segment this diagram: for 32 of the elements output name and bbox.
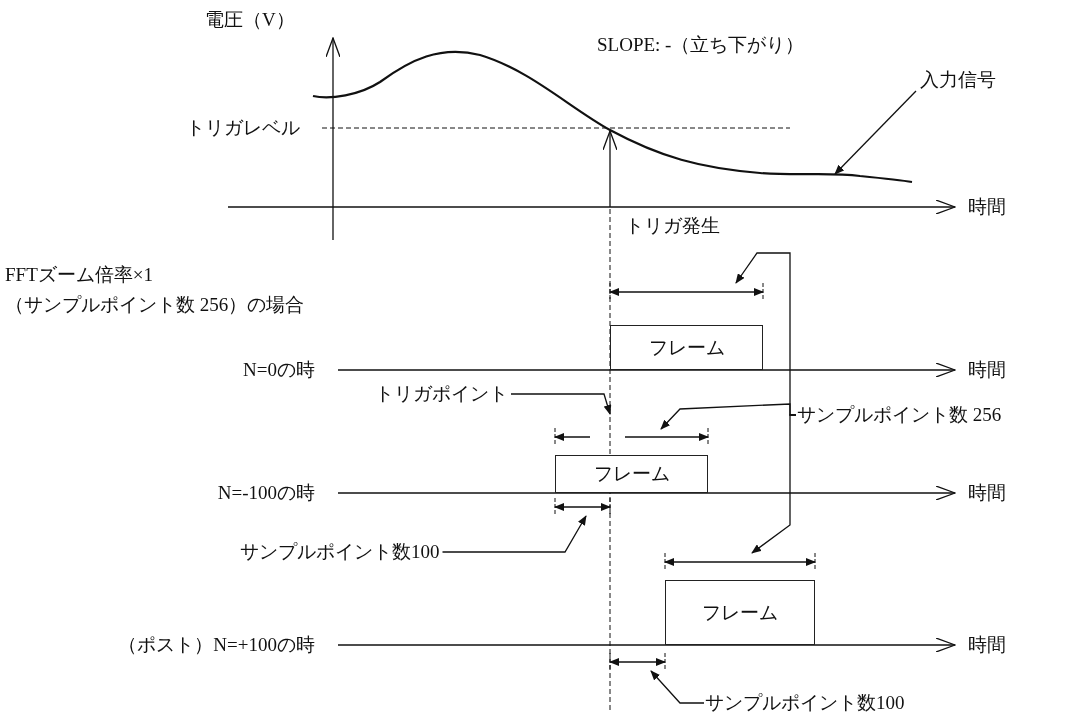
dimension-line xyxy=(664,552,816,572)
note-label: トリガ発生 xyxy=(625,214,720,238)
dimension-line xyxy=(609,282,764,302)
trigger-line xyxy=(609,208,611,713)
dimension-line xyxy=(554,427,709,447)
note-label: FFTズーム倍率×1 xyxy=(5,263,153,287)
axis-label: 時間 xyxy=(968,195,1006,219)
frame-box: フレーム xyxy=(665,580,815,645)
callout-label: トリガポイント xyxy=(375,381,508,407)
axis-label: 時間 xyxy=(968,633,1006,657)
callout-label: サンプルポイント数100 xyxy=(705,690,905,716)
slope-note: SLOPE: -（立ち下がり） xyxy=(597,33,805,57)
dimension-line xyxy=(609,652,666,672)
dimension-line xyxy=(554,497,611,517)
callout-label: サンプルポイント数100 xyxy=(240,539,440,565)
row-label: （ポスト）N=+100の時 xyxy=(118,633,315,657)
axis-label: トリガレベル xyxy=(186,116,300,140)
axis-label: 時間 xyxy=(968,358,1006,382)
leader-line xyxy=(441,515,587,553)
row-label: N=-100の時 xyxy=(217,481,315,505)
row-label: N=0の時 xyxy=(243,358,315,382)
leader-line xyxy=(751,414,797,554)
leader-line xyxy=(650,670,705,704)
frame-box: フレーム xyxy=(555,455,708,493)
axis-label: 時間 xyxy=(968,481,1006,505)
leader-line xyxy=(510,393,612,415)
leader-line xyxy=(834,90,917,175)
note-label: （サンプルポイント数 256）の場合 xyxy=(5,293,305,317)
callout-label: 入力信号 xyxy=(920,67,996,93)
axis-label: 電圧（V） xyxy=(205,8,295,32)
frame-box: フレーム xyxy=(610,325,763,370)
callout-label: サンプルポイント数 256 xyxy=(797,402,1002,428)
